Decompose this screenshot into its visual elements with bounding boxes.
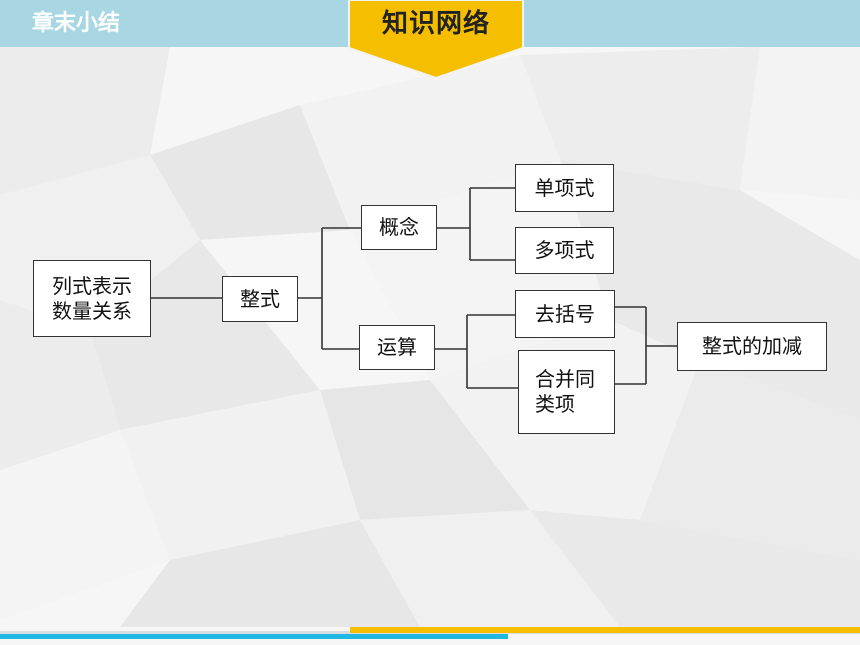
title-tab-shape: [348, 0, 524, 80]
polynomial-node-label: 多项式: [534, 238, 595, 262]
polynomial-node: 多项式: [515, 227, 614, 274]
concept-node-label: 概念: [379, 215, 419, 239]
page-title: 知识网络: [381, 9, 490, 39]
operation-node: 运算: [359, 325, 435, 370]
level1-node: 整式: [222, 276, 298, 322]
root-node-label: 列式表示 数量关系: [52, 273, 132, 323]
result-node-label: 整式的加减: [702, 334, 802, 358]
monomial-node-label: 单项式: [534, 175, 595, 200]
combine-like-terms-node: 合并同 类项: [518, 350, 615, 434]
footer-gold-bar: [350, 627, 860, 633]
remove-brackets-node-label: 去括号: [535, 301, 595, 326]
root-node: 列式表示 数量关系: [33, 260, 151, 337]
concept-node: 概念: [361, 205, 437, 250]
footer-blue-bar: [0, 634, 508, 639]
remove-brackets-node: 去括号: [515, 290, 615, 338]
combine-like-terms-node-label: 合并同 类项: [535, 367, 595, 416]
level1-node-label: 整式: [240, 286, 280, 311]
operation-node-label: 运算: [377, 335, 417, 359]
result-node: 整式的加减: [677, 322, 827, 371]
section-label: 章末小结: [32, 11, 121, 36]
monomial-node: 单项式: [515, 164, 614, 212]
